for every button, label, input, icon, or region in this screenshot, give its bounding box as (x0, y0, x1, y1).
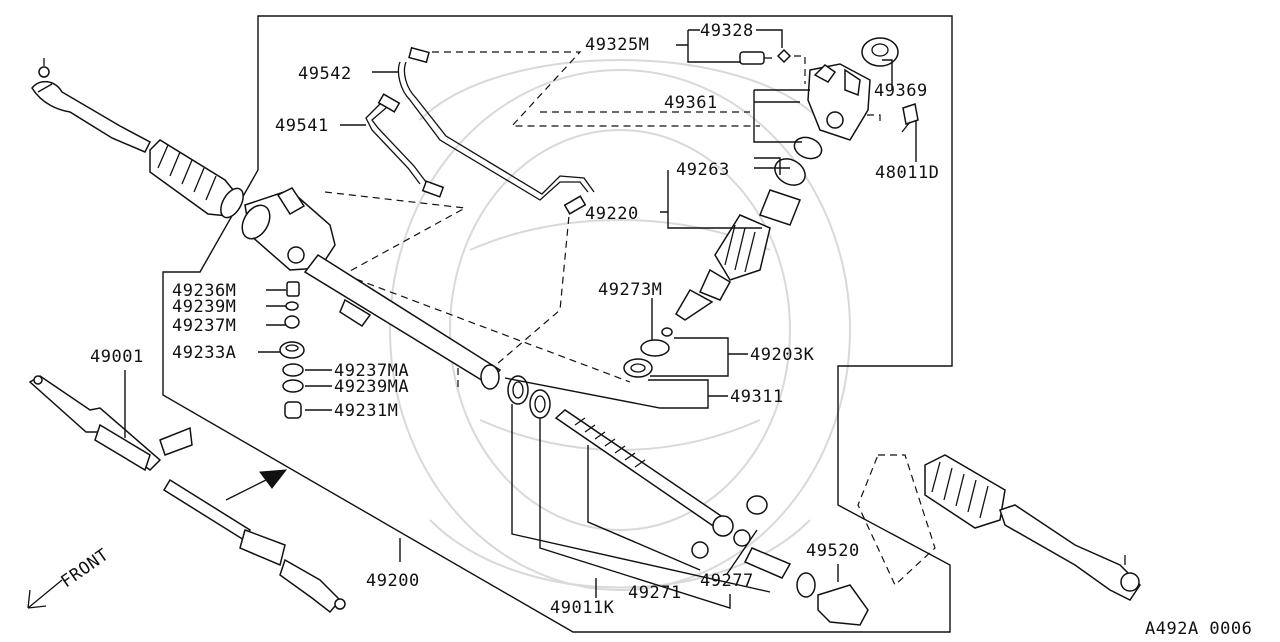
boot-right (924, 454, 1006, 529)
label-49203k: 49203K (750, 345, 815, 365)
dashed-guides (299, 51, 936, 587)
assembly-frame (162, 15, 953, 633)
rack-end-bushing (796, 572, 869, 626)
label-49237ma: 49237MA (334, 361, 409, 381)
rack-bushings (507, 375, 551, 419)
tie-rod-end-left (31, 58, 151, 153)
boot-left-upper (149, 139, 244, 219)
label-49542: 49542 (298, 64, 352, 84)
label-49239m: 49239M (172, 297, 236, 317)
label-49273m: 49273M (598, 280, 662, 300)
leader-lines (124, 29, 917, 609)
hydraulic-pipes (365, 46, 595, 215)
label-49520: 49520 (806, 541, 860, 561)
label-49239ma: 49239MA (334, 377, 409, 397)
gear-housing (241, 187, 502, 390)
label-49220: 49220 (585, 204, 639, 224)
label-48011d: 48011D (875, 163, 939, 183)
watermark-emblem (389, 59, 851, 591)
label-49001: 49001 (90, 347, 144, 367)
front-indicator (27, 579, 63, 609)
valve-housing (739, 37, 919, 160)
label-49277: 49277 (700, 571, 754, 591)
label-49200: 49200 (366, 571, 420, 591)
label-49311: 49311 (730, 387, 784, 407)
front-label: FRONT (57, 545, 112, 592)
label-49369: 49369 (874, 81, 928, 101)
assembly-thumbnail (28, 375, 346, 614)
port-parts-stack (279, 281, 305, 419)
direction-arrow (225, 469, 288, 501)
tie-rod-end-right (999, 504, 1141, 601)
label-49011k: 49011K (550, 598, 615, 618)
rack-bar (554, 409, 792, 579)
diagram-code: A492A 0006 (1145, 619, 1252, 638)
label-49271: 49271 (628, 583, 682, 603)
seal-kit (623, 327, 673, 378)
label-49541: 49541 (275, 116, 329, 136)
label-49263: 49263 (676, 160, 730, 180)
label-49237m: 49237M (172, 316, 236, 336)
label-49361: 49361 (664, 93, 718, 113)
label-49236m: 49236M (172, 281, 236, 301)
label-49325m: 49325M (585, 35, 649, 55)
pinion-shaft (674, 158, 806, 321)
label-49231m: 49231M (334, 401, 398, 421)
label-49328: 49328 (700, 21, 754, 41)
label-49233a: 49233A (172, 343, 236, 363)
